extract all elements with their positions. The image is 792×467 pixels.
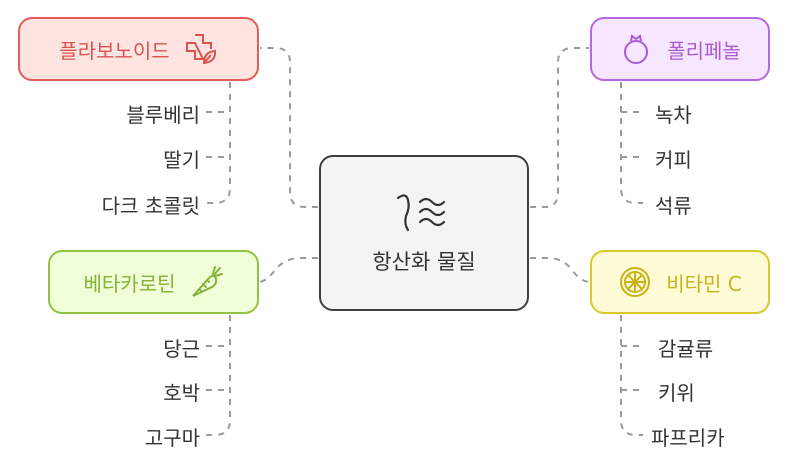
branch-flavonoid-label: 플라보노이드 bbox=[59, 38, 170, 63]
betacarotene-item-2: 호박 bbox=[163, 381, 200, 405]
link-center-betacarotene bbox=[259, 257, 318, 283]
betacarotene-item-3: 고구마 bbox=[144, 426, 200, 450]
vitaminc-item-2: 키위 bbox=[658, 381, 695, 405]
link-center-vitaminc bbox=[530, 257, 590, 283]
link-vitaminc-items bbox=[620, 315, 643, 436]
pomegranate-icon bbox=[619, 32, 653, 66]
vitaminc-item-3: 파프리카 bbox=[651, 426, 725, 450]
link-center-polyphenol bbox=[530, 47, 589, 208]
link-betacarotene-items bbox=[206, 315, 231, 436]
citrus-slice-icon bbox=[618, 265, 652, 299]
scent-waves-icon bbox=[394, 190, 454, 234]
polyphenol-item-2: 커피 bbox=[655, 148, 692, 172]
branch-polyphenol: 폴리페놀 bbox=[590, 17, 770, 81]
link-polyphenol-items bbox=[620, 82, 643, 204]
vitaminc-item-1: 감귤류 bbox=[658, 337, 714, 361]
branch-betacarotene-label: 베타카로틴 bbox=[83, 271, 176, 296]
branch-polyphenol-label: 폴리페놀 bbox=[667, 38, 741, 63]
branch-betacarotene: 베타카로틴 bbox=[48, 250, 259, 314]
flavonoid-item-2: 딸기 bbox=[163, 148, 200, 172]
polyphenol-item-1: 녹차 bbox=[655, 103, 692, 127]
branch-flavonoid: 플라보노이드 bbox=[18, 17, 259, 81]
polyphenol-item-3: 석류 bbox=[655, 194, 692, 218]
center-label: 항산화 물질 bbox=[372, 250, 476, 274]
carrot-icon bbox=[190, 265, 224, 299]
link-flavonoid-items bbox=[206, 82, 231, 204]
betacarotene-item-1: 당근 bbox=[163, 337, 200, 361]
medical-leaf-icon bbox=[184, 32, 218, 66]
flavonoid-item-3: 다크 초콜릿 bbox=[101, 194, 200, 218]
branch-vitaminc-label: 비타민 C bbox=[666, 271, 742, 296]
link-center-flavonoid bbox=[260, 47, 318, 208]
center-node: 항산화 물질 bbox=[319, 155, 529, 311]
flavonoid-item-1: 블루베리 bbox=[126, 103, 200, 127]
branch-vitaminc: 비타민 C bbox=[590, 250, 770, 314]
